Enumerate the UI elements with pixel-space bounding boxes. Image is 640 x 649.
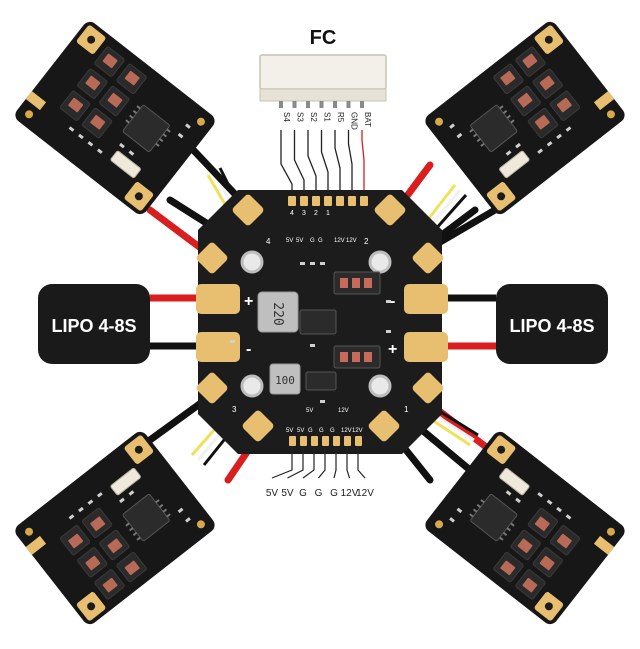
fc-wire-s4 (280, 130, 293, 196)
power-pin-wire (346, 446, 351, 479)
fc-pin-labels: S4 S3 S2 S1 R5 GND BAT (279, 101, 372, 130)
fc-pin-stub (333, 101, 337, 108)
silk-bottom-row-label: G (319, 428, 324, 434)
silk-motor-3: 3 (232, 405, 237, 414)
fc-wire-s1 (320, 130, 329, 196)
fc-pin-label-s4: S4 (282, 112, 291, 122)
power-pin-label: 12V (356, 488, 374, 499)
fc-pin-stub (306, 101, 310, 108)
silk-sig-1: 1 (326, 210, 330, 217)
fc-wire-s3 (293, 130, 305, 196)
esc-top-left (11, 18, 219, 218)
power-pin-label: 12V (341, 488, 359, 499)
lipo-left-block: LIPO 4-8S (38, 284, 150, 364)
silk-bottom-5v-label: 5V (306, 408, 313, 414)
silk-row2-5v-a: 5V (296, 238, 303, 244)
fc-wire-s2 (307, 130, 317, 196)
fc-wire-gnd (347, 130, 353, 196)
silk-row2-g-a: G (318, 238, 323, 244)
inductor-220-label: 220 (270, 302, 285, 325)
fc-pin-label-gnd: GND (350, 112, 359, 130)
silk-sig-2: 2 (314, 210, 318, 217)
power-pin-wire (357, 446, 366, 479)
fc-pin-stub (360, 101, 364, 108)
fc-title: FC (310, 27, 337, 49)
silk-bottom-row-label: G (308, 428, 313, 434)
fc-pin-label-s2: S2 (309, 112, 318, 122)
power-pin-label: G (299, 488, 307, 499)
power-pin-wire (318, 446, 326, 479)
silk-bottom-row-label: 12V (341, 428, 352, 434)
fc-pin-label-r5: R5 (336, 112, 345, 123)
silk-sig-4: 4 (290, 210, 294, 217)
fc-pin-stub (319, 101, 324, 108)
power-pin-wire (333, 446, 337, 479)
power-pin-label: G (315, 488, 323, 499)
silk-bottom-row-label: 5V (286, 428, 293, 434)
silk-row2-12v-a: 12V (334, 238, 345, 244)
lipo-right-label: LIPO 4-8S (509, 316, 594, 336)
silk-bottom-12v-label: 12V (338, 408, 349, 414)
fc-pin-stub (292, 101, 297, 108)
lipo-left-label: LIPO 4-8S (51, 316, 136, 336)
silk-plus-right: + (388, 341, 397, 358)
power-pin-wire (287, 446, 304, 479)
fc-pin-label-s3: S3 (296, 112, 305, 122)
fc-pin-stub (346, 101, 351, 108)
fc-connector-group: FC S4 S3 S2 S1 R5 GND BAT (259, 27, 387, 196)
silk-motor-4: 4 (266, 237, 271, 246)
fc-pin-label-bat: BAT (363, 112, 372, 127)
fc-connector-housing (259, 54, 387, 90)
silk-row2-5v-b: 5V (286, 238, 293, 244)
fc-wire-r5 (334, 130, 341, 196)
battery-leads (150, 294, 496, 350)
silk-sig-3: 3 (302, 210, 306, 217)
fc-pin-label-s1: S1 (323, 112, 332, 122)
silk-row2-g-b: G (310, 238, 315, 244)
power-pin-wire (271, 446, 293, 479)
inductor-100-label: 100 (275, 374, 295, 387)
silk-minus-left: - (246, 341, 251, 358)
silk-row2-12v-b: 12V (346, 238, 357, 244)
power-pin-label: 5V (266, 488, 279, 499)
pdb-board: 220 100 + - - + 4 (196, 190, 448, 454)
lipo-right-block: LIPO 4-8S (496, 284, 608, 364)
silk-minus-right: - (390, 293, 395, 310)
silk-plus-left: + (244, 293, 253, 310)
fc-wire-bat (361, 130, 365, 196)
fc-pin-stub (279, 101, 283, 108)
inductor-220: 220 (257, 291, 299, 333)
silk-motor-2: 2 (364, 237, 369, 246)
silk-bottom-row-label: G (330, 428, 335, 434)
power-pin-label: 5V (281, 488, 294, 499)
esc-bottom-left (11, 428, 219, 628)
inductor-100: 100 (269, 363, 301, 395)
fc-signal-wires (280, 130, 365, 196)
silk-bottom-row-label: 5V (297, 428, 304, 434)
power-pin-label: G (330, 488, 338, 499)
power-pin-wire (302, 446, 315, 479)
silk-motor-1: 1 (404, 405, 409, 414)
silk-bottom-row-label: 12V (352, 428, 363, 434)
